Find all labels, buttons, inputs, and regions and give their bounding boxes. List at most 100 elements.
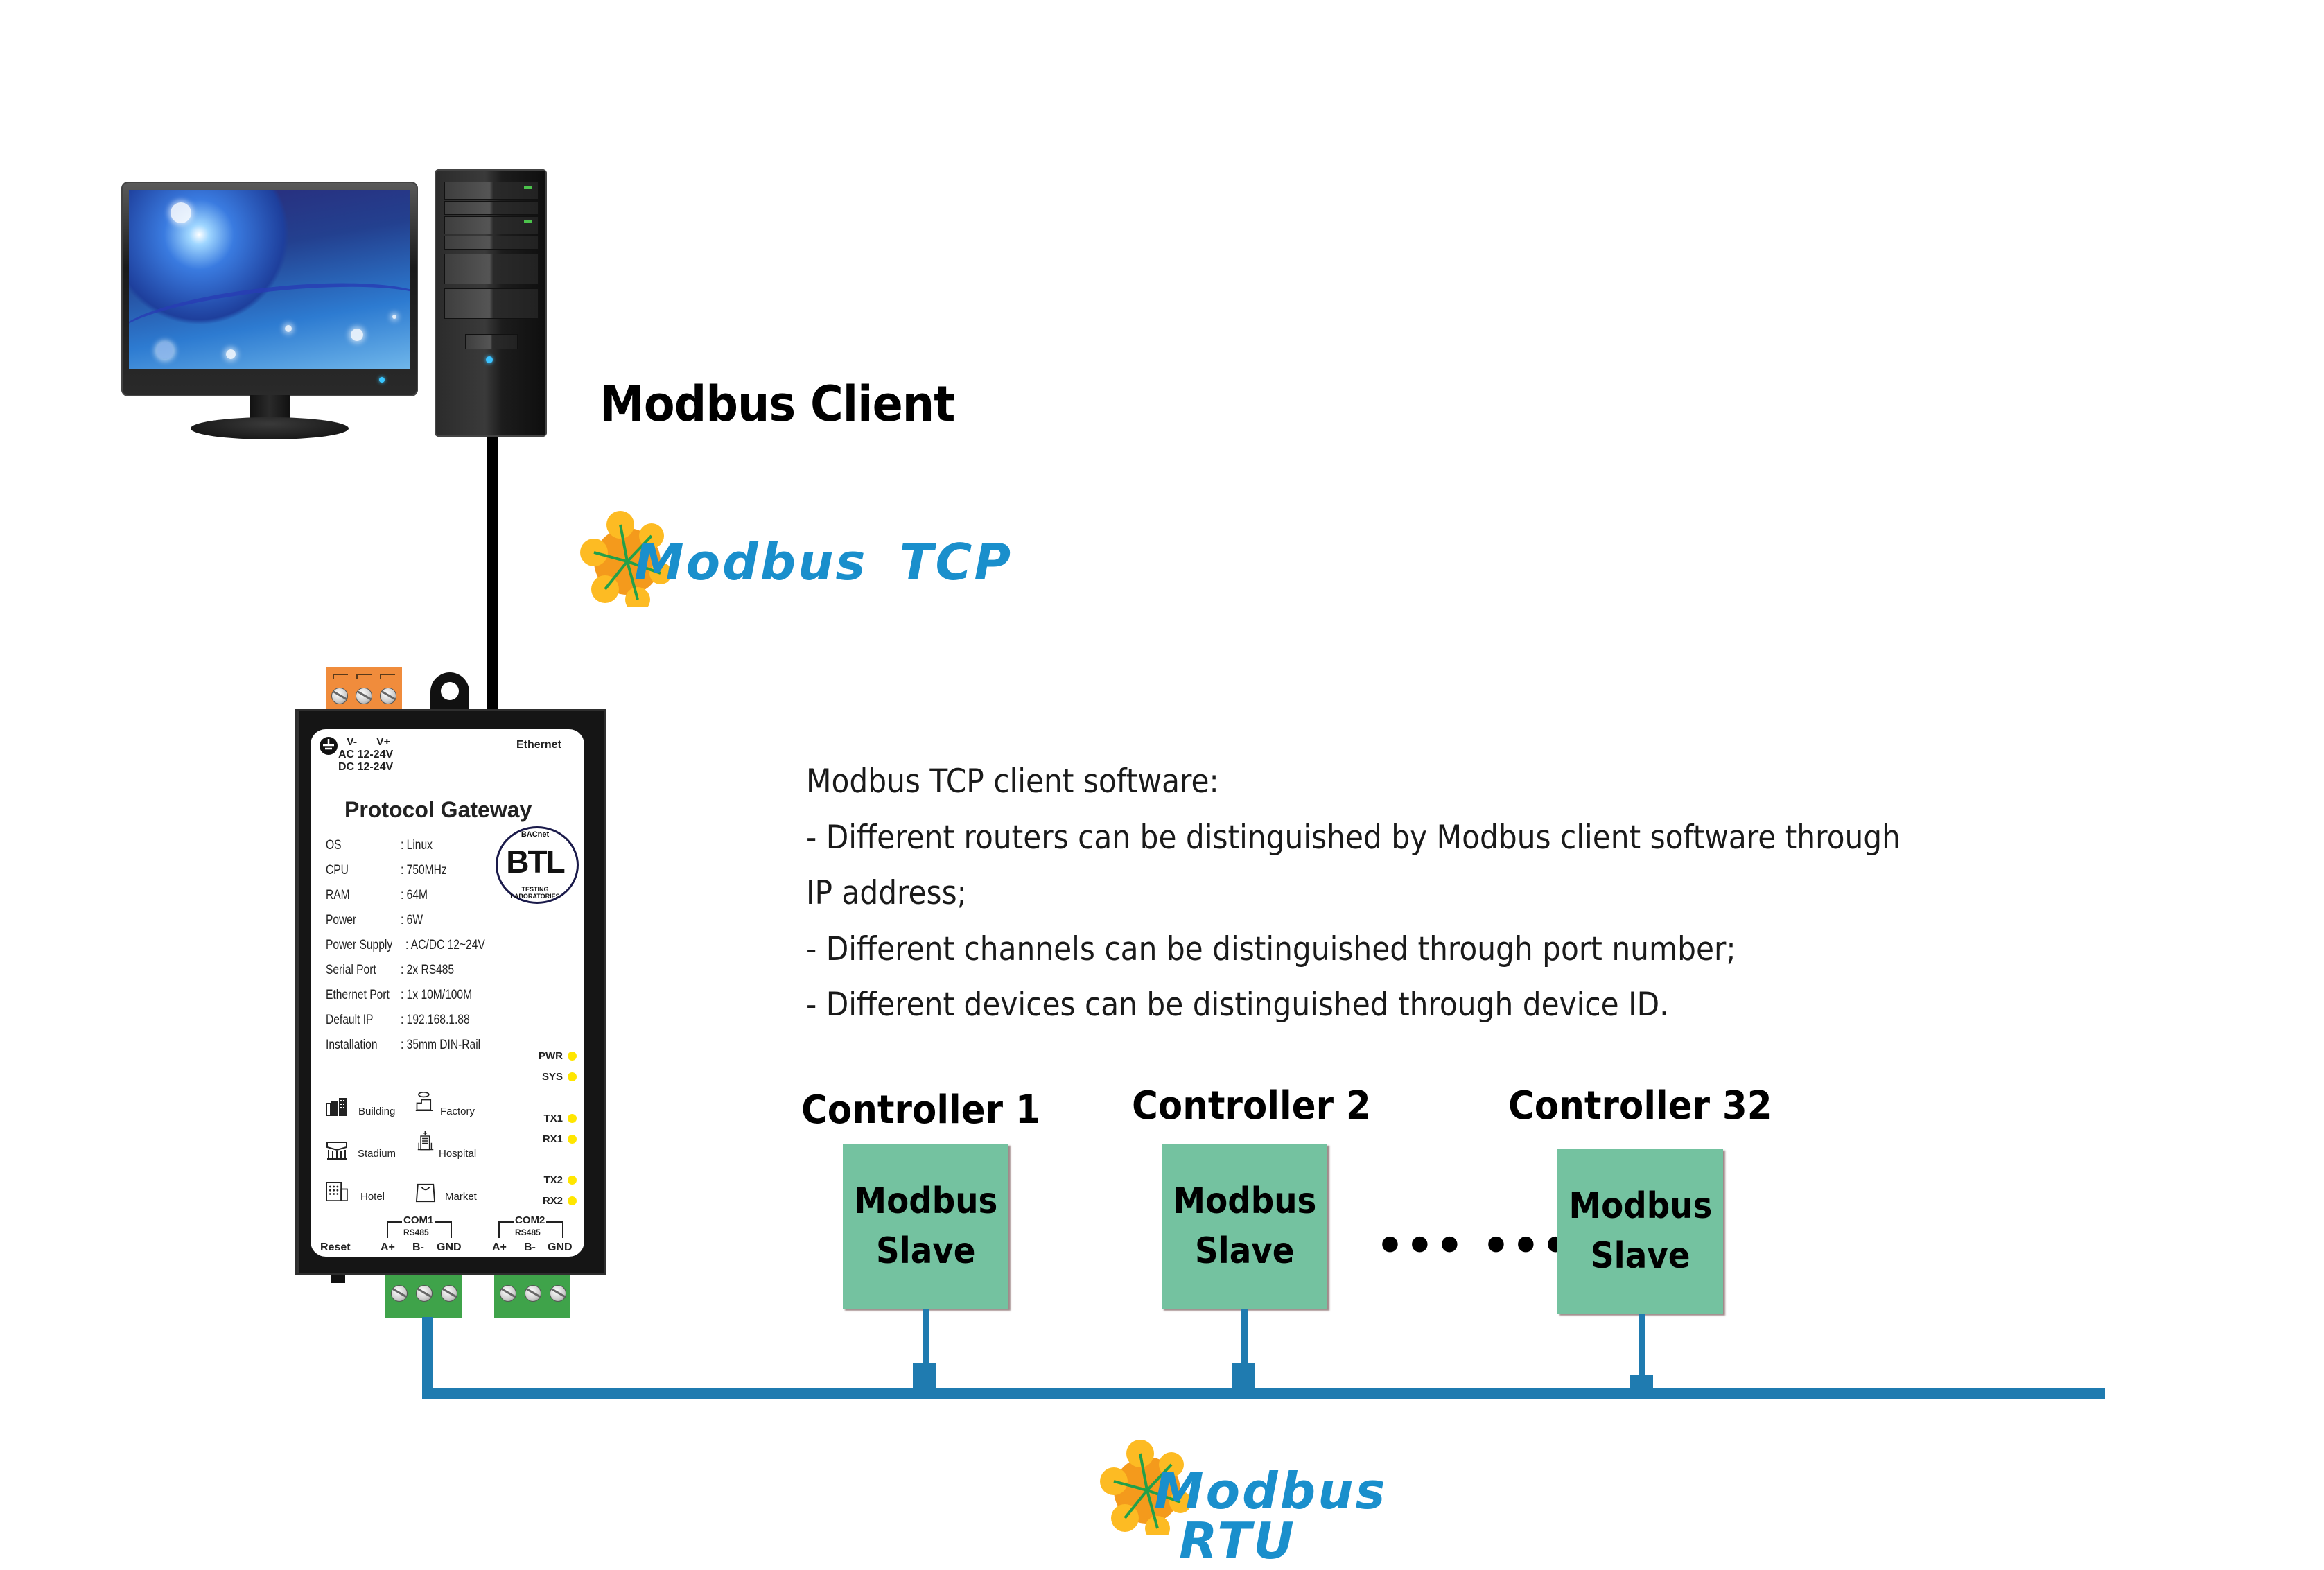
description-line: - Different routers can be distinguished…	[806, 818, 1901, 857]
description-line: - Different devices can be distinguished…	[806, 986, 1669, 1024]
drive-bay	[444, 216, 539, 234]
reset-label: Reset	[320, 1241, 351, 1253]
modbus-tcp-logo: Modbus TCP	[579, 509, 1022, 613]
hotel-icon	[326, 1182, 348, 1201]
spec-value: : 750MHz	[401, 863, 447, 878]
spec-value: : 64M	[401, 888, 428, 902]
slave-32-drop-line	[1639, 1314, 1645, 1376]
slave-box-line2: Slave	[875, 1230, 976, 1272]
slave-1-bus-tap	[913, 1363, 936, 1388]
app-label-factory: Factory	[440, 1106, 475, 1117]
com2-pin-a: A+	[492, 1241, 507, 1253]
factory-icon	[415, 1092, 433, 1111]
spec-key: Serial Port	[326, 963, 376, 977]
spec-value: : 1x 10M/100M	[401, 988, 473, 1002]
com2-pin-gnd: GND	[548, 1241, 573, 1253]
drive-bay	[444, 201, 539, 215]
screw-icon	[525, 1285, 541, 1302]
drive-bay	[444, 288, 539, 319]
app-label-hotel: Hotel	[360, 1191, 385, 1203]
modbus-slave-32: Modbus Slave	[1557, 1149, 1723, 1314]
led-label-tx2: TX2	[543, 1174, 563, 1186]
screen-sparkle	[351, 329, 363, 341]
screw-icon	[391, 1285, 408, 1302]
ac-voltage-label: AC 12-24V	[338, 749, 394, 760]
drive-bay	[444, 182, 539, 200]
screw-icon	[416, 1285, 433, 1302]
spec-value: : AC/DC 12~24V	[405, 938, 485, 952]
led-label-rx1: RX1	[542, 1133, 563, 1145]
slave-2-bus-tap	[1232, 1363, 1255, 1388]
led-label-rx2: RX2	[542, 1195, 563, 1207]
com2-type: RS485	[515, 1228, 541, 1237]
spec-key: Default IP	[326, 1013, 374, 1027]
controller-1-label: Controller 1	[801, 1088, 1040, 1133]
monitor-power-light	[379, 377, 385, 383]
led-tx1-indicator	[568, 1114, 577, 1123]
modbus-rtu-text: Modbus RTU	[1154, 1466, 1542, 1566]
led-sys-indicator	[568, 1072, 577, 1081]
slave-2-drop-line	[1241, 1309, 1248, 1364]
screw-icon	[500, 1285, 516, 1302]
spec-key: OS	[326, 838, 342, 853]
com1-label: COM1	[402, 1214, 435, 1226]
slave-box-line2: Slave	[1194, 1230, 1295, 1272]
description-text: Modbus TCP client software: - Different …	[806, 754, 1991, 1033]
modbus-tcp-text: Modbus TCP	[634, 537, 1013, 587]
v-minus-label: V-	[347, 736, 358, 748]
gateway-title: Protocol Gateway	[344, 797, 532, 822]
modbus-client-label: Modbus Client	[600, 376, 955, 433]
app-label-building: Building	[358, 1106, 396, 1117]
modbus-network-icon	[1100, 1440, 1191, 1535]
led-label-sys: SYS	[541, 1071, 563, 1083]
spec-key: Power	[326, 913, 357, 927]
com1-pin-b: B-	[412, 1241, 424, 1253]
ethernet-port-hole	[441, 682, 459, 700]
slave-box-line2: Slave	[1590, 1235, 1690, 1277]
btl-badge-letters: BTL	[506, 844, 565, 880]
spec-key: Power Supply	[326, 938, 393, 952]
screw-icon	[441, 1285, 457, 1302]
led-pwr-indicator	[568, 1052, 577, 1061]
ground-icon	[320, 737, 338, 755]
screw-icon	[380, 688, 396, 704]
logo-suffix: TCP	[899, 533, 1013, 591]
reset-button[interactable]	[331, 1275, 345, 1283]
screen-sparkle	[157, 342, 173, 359]
screen-sparkle	[285, 325, 292, 332]
screw-icon	[356, 688, 372, 704]
ethernet-label: Ethernet	[516, 739, 561, 751]
spec-key: CPU	[326, 863, 349, 878]
modbus-slave-1: Modbus Slave	[843, 1144, 1008, 1309]
rs485-bus-line	[422, 1388, 2105, 1399]
com2-label: COM2	[514, 1214, 547, 1226]
spec-value: : 2x RS485	[401, 963, 455, 977]
description-line: - Different channels can be distinguishe…	[806, 930, 1736, 968]
logo-word: Modbus	[1154, 1462, 1388, 1520]
com1-pin-a: A+	[381, 1241, 395, 1253]
logo-word: Modbus	[634, 533, 868, 591]
description-line: IP address;	[806, 874, 967, 912]
slave-32-bus-tap	[1630, 1375, 1653, 1390]
app-label-hospital: Hospital	[439, 1148, 477, 1160]
com1-pin-gnd: GND	[437, 1241, 462, 1253]
hospital-icon	[417, 1131, 434, 1151]
power-terminal-block	[326, 667, 402, 710]
led-tx2-indicator	[568, 1176, 577, 1185]
drive-bay	[444, 254, 539, 284]
power-button-icon	[486, 356, 493, 363]
com1-type: RS485	[403, 1228, 429, 1237]
screen-glow	[171, 202, 191, 223]
controller-32-label: Controller 32	[1508, 1083, 1772, 1128]
stadium-icon	[326, 1142, 347, 1160]
screw-icon	[331, 688, 348, 704]
com1-terminal-block	[385, 1275, 462, 1318]
com2-pin-b: B-	[524, 1241, 536, 1253]
dc-voltage-label: DC 12-24V	[338, 761, 394, 773]
monitor-icon	[121, 182, 418, 441]
controller-2-label: Controller 2	[1132, 1083, 1371, 1128]
building-icon	[326, 1098, 347, 1116]
led-label-pwr: PWR	[539, 1050, 563, 1062]
screen-sparkle	[392, 315, 396, 319]
v-plus-label: V+	[376, 736, 391, 748]
